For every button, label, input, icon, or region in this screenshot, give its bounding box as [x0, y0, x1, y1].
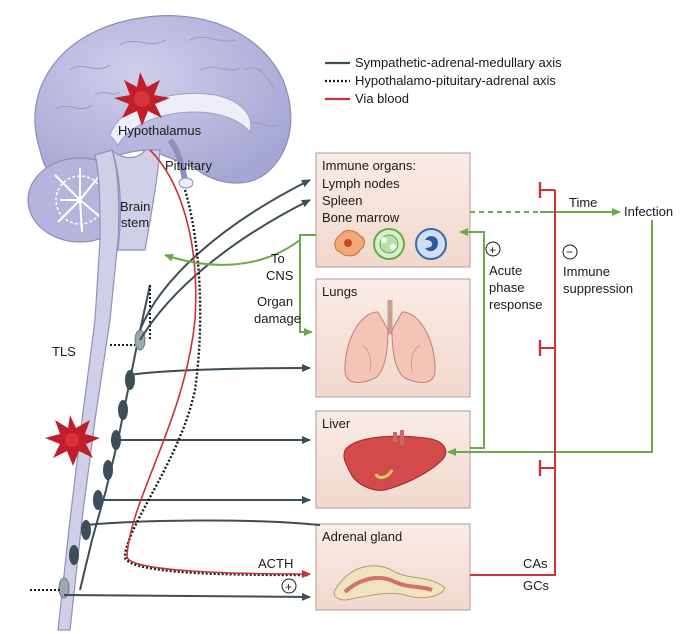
adrenal-box: Adrenal gland [315, 523, 471, 611]
immune-organs-lymph: Lymph nodes [322, 176, 400, 191]
acute-plus-sign: + [489, 243, 496, 257]
green-feedback [164, 208, 653, 456]
adrenal-illustration [333, 565, 446, 601]
legend-label-blood: Via blood [355, 91, 409, 106]
gyri-texture [54, 36, 279, 127]
supp-minus-sign: − [566, 245, 573, 259]
brain: Hypothalamus Pituitary Brain stem TLS [27, 15, 292, 631]
liver-illustration [343, 430, 447, 491]
hypothalamus-label: Hypothalamus [118, 123, 202, 138]
legend-label-sympathetic: Sympathetic-adrenal-medullary axis [355, 55, 562, 70]
legend: Sympathetic-adrenal-medullary axis Hypot… [325, 55, 562, 106]
cerebellum-arbor [54, 168, 105, 233]
spinal-cord [57, 149, 120, 631]
acute-plus-circle [485, 241, 501, 257]
immune-organs-title: Immune organs: [322, 158, 416, 173]
acth-plus-sign: + [285, 580, 292, 594]
neutrophil-cell [415, 228, 447, 260]
red-inhibition [470, 182, 556, 576]
acth-plus-circle [281, 578, 297, 594]
legend-label-hpa: Hypothalamo-pituitary-adrenal axis [355, 73, 556, 88]
tls-label: TLS [52, 344, 76, 359]
immune-supp-label-1: Immune [563, 264, 610, 279]
organ-damage-label-2: damage [254, 311, 301, 326]
brain-stem-label-2: stem [121, 215, 149, 230]
organ-damage-label-1: Organ [257, 294, 293, 309]
acute-label-2: phase [489, 280, 524, 295]
immune-organs-bone-marrow: Bone marrow [322, 210, 400, 225]
acth-label: ACTH [258, 556, 293, 571]
sympathetic-nerves [63, 179, 321, 601]
time-label: Time [569, 195, 597, 210]
pituitary-label: Pituitary [165, 158, 212, 173]
to-cns-label-1: To [271, 251, 285, 266]
cas-label: CAs [523, 556, 548, 571]
acute-label-1: Acute [489, 263, 522, 278]
acute-label-3: response [489, 297, 542, 312]
pituitary-gland [178, 177, 194, 189]
lungs-illustration [344, 300, 436, 383]
hpa-blood-line [126, 149, 311, 578]
lungs-box: Lungs [315, 278, 471, 398]
brain-stem [111, 149, 161, 251]
infection-label: Infection [624, 204, 673, 219]
liver-box: Liver [315, 410, 471, 509]
liver-title: Liver [322, 416, 351, 431]
brain-stem-label-1: Brain [120, 199, 150, 214]
hpa-dotted-line [123, 189, 311, 577]
lungs-title: Lungs [322, 284, 358, 299]
immune-organs-spleen: Spleen [322, 193, 362, 208]
gcs-label: GCs [523, 578, 550, 593]
supp-minus-circle [562, 244, 578, 260]
immune-supp-label-2: suppression [563, 281, 633, 296]
immune-organs-box: Immune organs: Lymph nodes Spleen Bone m… [315, 152, 471, 268]
to-cns-label-2: CNS [266, 268, 294, 283]
adrenal-title: Adrenal gland [322, 529, 402, 544]
